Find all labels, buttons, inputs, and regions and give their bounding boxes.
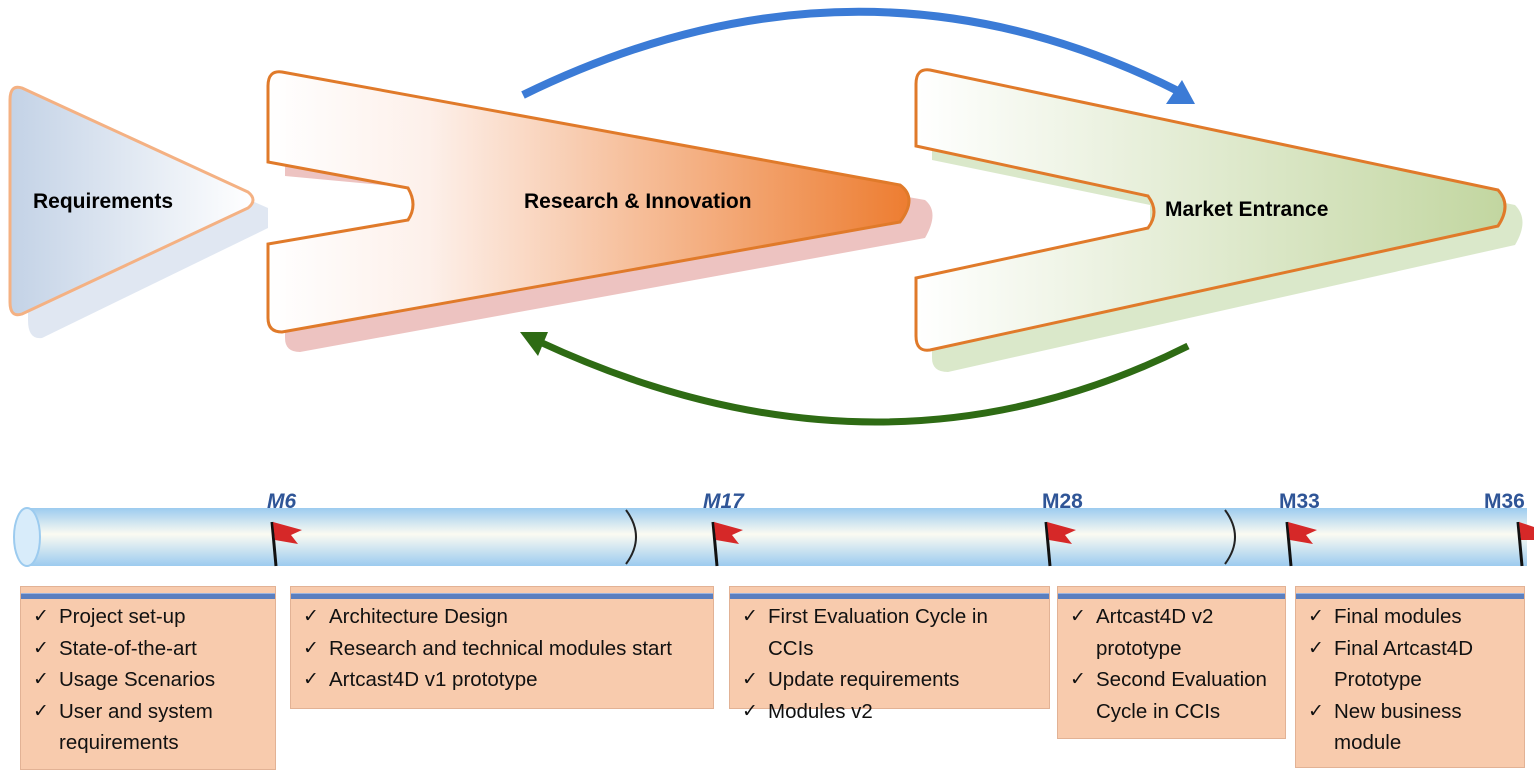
check-icon: ✓ [1308,636,1324,659]
box-header-bar [1296,593,1524,599]
check-icon: ✓ [303,668,319,690]
requirements-phase-shape [8,85,268,339]
list-item: ✓Artcast4D v1 prototype [299,664,703,696]
market-entrance-label: Market Entrance [1165,198,1329,221]
list-item: ✓Final modules [1304,601,1514,633]
milestone-m28-label: M28 [1042,490,1083,513]
check-icon: ✓ [742,605,758,627]
box-header-bar [730,593,1049,599]
task-list: ✓Architecture Design ✓Research and techn… [299,601,703,696]
research-innovation-label: Research & Innovation [524,190,752,213]
box-header-bar [1058,593,1285,599]
list-item: ✓Final Artcast4D Prototype [1304,633,1514,696]
check-icon: ✓ [33,699,49,722]
box-header-bar [291,593,713,599]
task-list: ✓First Evaluation Cycle in CCIs ✓Update … [738,601,1039,727]
task-box-m36: ✓Final modules ✓Final Artcast4D Prototyp… [1295,586,1525,768]
forward-arrow [521,7,1195,104]
milestone-flag-icon [1516,521,1534,567]
list-item: ✓Usage Scenarios [29,664,265,696]
milestone-m33-label: M33 [1279,490,1320,513]
check-icon: ✓ [1070,605,1086,627]
milestone-m17-label: M17 [703,490,744,513]
task-box-m33: ✓Artcast4D v2 prototype ✓Second Evaluati… [1057,586,1286,739]
list-item: ✓Update requirements [738,664,1039,696]
check-icon: ✓ [1308,605,1324,627]
list-item: ✓First Evaluation Cycle in CCIs [738,601,1039,664]
list-item: ✓User and system requirements [29,696,265,759]
market-phase-shape [914,68,1523,372]
check-icon: ✓ [742,699,758,722]
check-icon: ✓ [33,605,49,627]
milestone-m36-label: M36 [1484,490,1525,513]
milestone-m6-label: M6 [267,490,297,513]
milestone-flag-icon [270,521,302,567]
feedback-arrow [520,332,1190,426]
check-icon: ✓ [33,636,49,659]
check-icon: ✓ [742,668,758,690]
research-phase-shape [266,70,933,352]
check-icon: ✓ [1070,668,1086,690]
box-header-bar [21,593,275,599]
list-item: ✓Architecture Design [299,601,703,633]
check-icon: ✓ [303,636,319,659]
requirements-label: Requirements [33,190,174,213]
list-item: ✓Research and technical modules start [299,633,703,665]
task-box-m6: ✓Project set-up ✓State-of-the-art ✓Usage… [20,586,276,770]
check-icon: ✓ [1308,699,1324,722]
task-box-m17: ✓Architecture Design ✓Research and techn… [290,586,714,709]
task-list: ✓Final modules ✓Final Artcast4D Prototyp… [1304,601,1514,759]
check-icon: ✓ [33,668,49,690]
check-icon: ✓ [303,605,319,627]
task-list: ✓Project set-up ✓State-of-the-art ✓Usage… [29,601,265,759]
list-item: ✓Second Evaluation Cycle in CCIs [1066,664,1275,727]
milestone-flag-icon [711,521,743,567]
list-item: ✓Project set-up [29,601,265,633]
list-item: ✓New business module [1304,696,1514,759]
list-item: ✓Artcast4D v2 prototype [1066,601,1275,664]
milestone-flag-icon [1044,521,1076,567]
task-box-m28: ✓First Evaluation Cycle in CCIs ✓Update … [729,586,1050,723]
list-item: ✓State-of-the-art [29,633,265,665]
milestone-flag-icon [1285,521,1317,567]
task-list: ✓Artcast4D v2 prototype ✓Second Evaluati… [1066,601,1275,727]
list-item: ✓Modules v2 [738,696,1039,728]
